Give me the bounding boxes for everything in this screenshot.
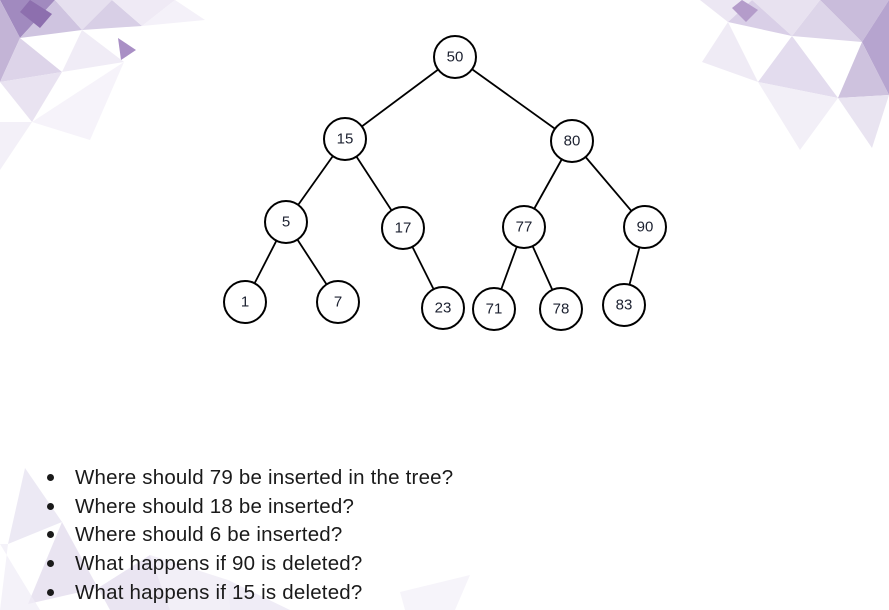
tree-node-23: 23 [421,286,465,330]
tree-node-value: 7 [334,294,342,311]
tree-node-circle [421,286,465,330]
tree-node-circle [316,280,360,324]
tree-node-value: 80 [564,133,581,150]
tree-node-value: 71 [486,301,503,318]
tree-node-15: 15 [323,117,367,161]
tree-node-90: 90 [623,205,667,249]
question-text: What happens if 15 is deleted? [75,580,363,604]
tree-node-value: 15 [337,131,354,148]
tree-node-value: 77 [516,219,533,236]
tree-node-circle [602,283,646,327]
tree-node-80: 80 [550,119,594,163]
question-item: Where should 6 be inserted? [47,521,453,550]
question-text: What happens if 90 is deleted? [75,552,363,576]
tree-node-circle [264,200,308,244]
tree-node-17: 17 [381,206,425,250]
tree-edge-50-80 [454,56,573,142]
tree-node-7: 7 [316,280,360,324]
question-item: Where should 79 be inserted in the tree? [47,464,453,493]
question-text: Where should 6 be inserted? [75,523,343,547]
tree-node-value: 83 [616,297,633,314]
tree-node-5: 5 [264,200,308,244]
tree-node-circle [472,287,516,331]
question-item: What happens if 15 is deleted? [47,579,453,608]
question-text: Where should 79 be inserted in the tree? [75,466,454,489]
question-item: Where should 18 be inserted? [47,493,453,522]
tree-node-78: 78 [539,287,583,331]
tree-node-50: 50 [433,35,477,79]
tree-node-value: 50 [447,49,464,66]
bullet-icon [47,588,54,596]
tree-edge-50-15 [344,56,456,140]
tree-node-value: 1 [241,294,249,311]
bullet-icon [47,474,54,481]
questions-list: Where should 79 be inserted in the tree?… [47,464,453,607]
bullet-icon [47,531,54,539]
tree-node-value: 78 [553,301,570,318]
bullet-icon [47,502,54,510]
bullet-icon [47,560,54,568]
question-item: What happens if 90 is deleted? [47,550,453,579]
question-text: Where should 18 be inserted? [75,494,355,518]
tree-node-circle [223,280,267,324]
tree-node-value: 17 [395,220,412,237]
tree-node-71: 71 [472,287,516,331]
tree-node-value: 23 [435,300,452,317]
tree-node-77: 77 [502,205,546,249]
tree-node-circle [381,206,425,250]
tree-node-circle [623,205,667,249]
tree-node-value: 90 [637,219,654,236]
tree-node-circle [550,119,594,163]
tree-node-circle [323,117,367,161]
tree-node-83: 83 [602,283,646,327]
tree-node-circle [433,35,477,79]
tree-node-1: 1 [223,280,267,324]
tree-node-circle [539,287,583,331]
tree-node-value: 5 [282,214,290,231]
tree-node-circle [502,205,546,249]
